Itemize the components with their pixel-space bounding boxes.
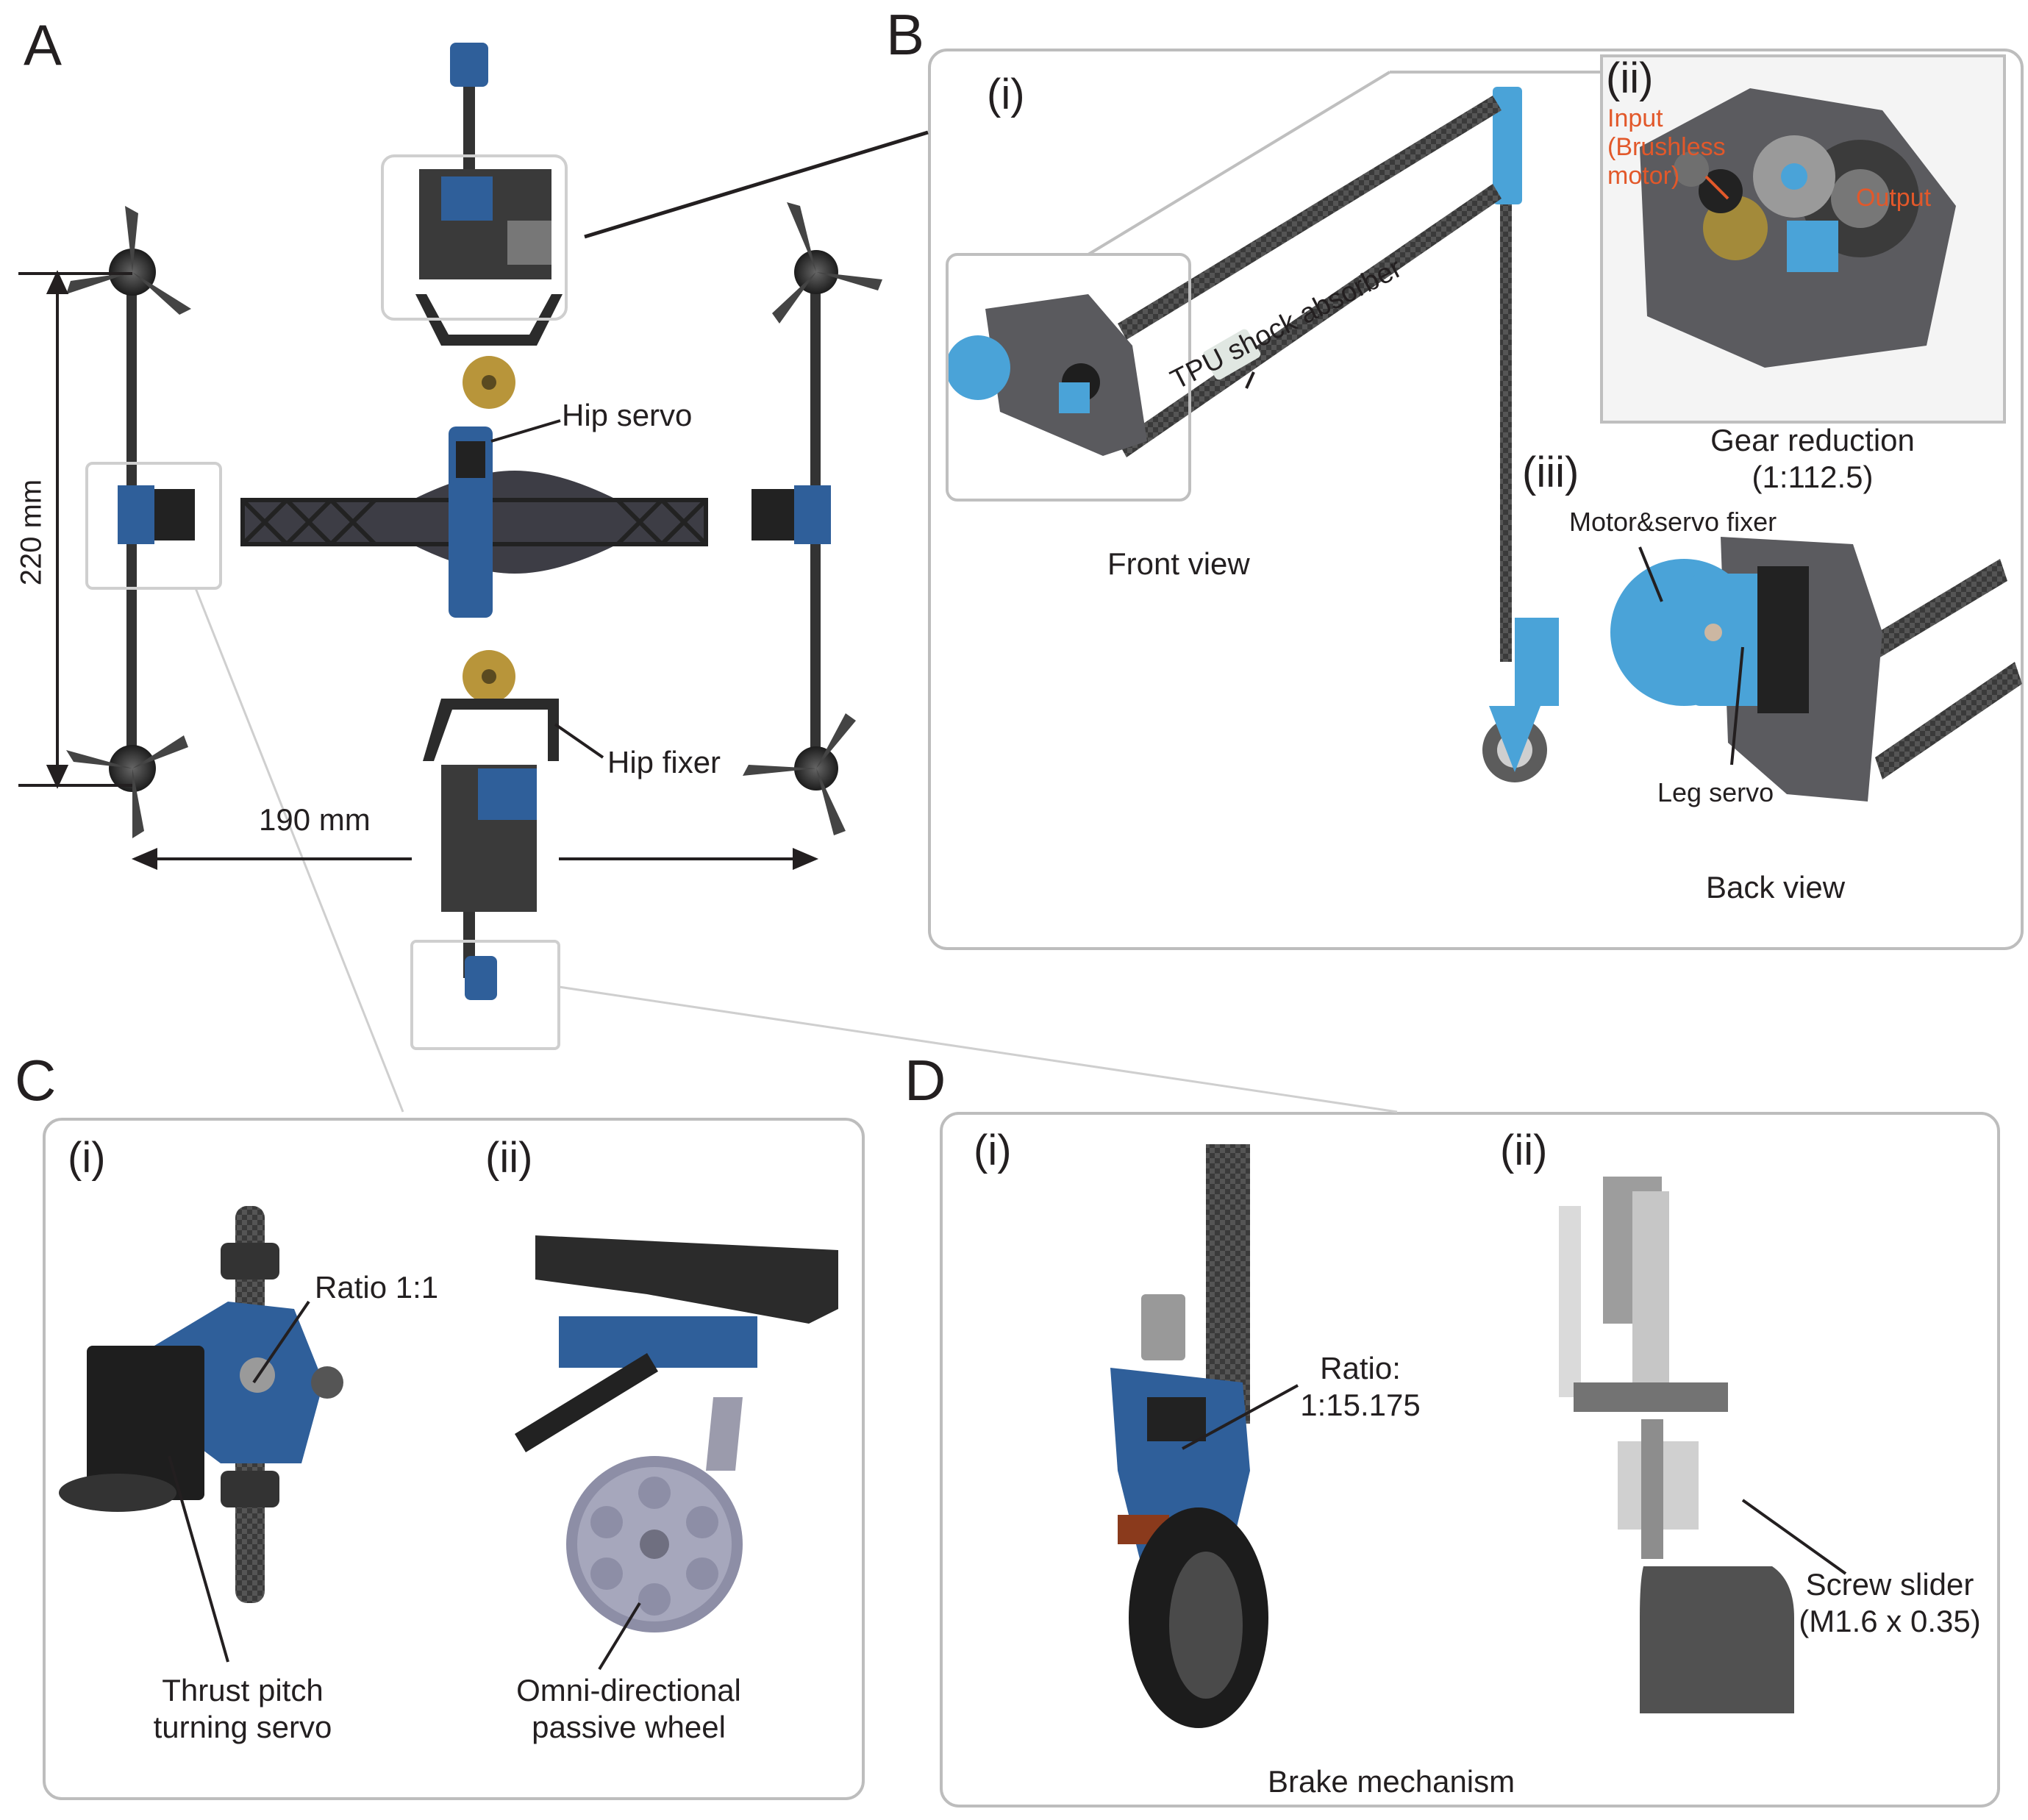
panel-letter-b: B xyxy=(886,2,925,67)
screw-slider-section xyxy=(1559,1177,1794,1713)
thrust-pitch-servo-label: Thrust pitch turning servo xyxy=(125,1672,360,1746)
leg-front-view xyxy=(946,87,1559,782)
panel-d-sub-i: (i) xyxy=(974,1127,1012,1174)
ratio-15-175-label: Ratio: 1:15.175 xyxy=(1287,1350,1434,1424)
thrust-pitch-line-1: Thrust pitch xyxy=(162,1673,324,1707)
panel-b-sub-ii: (ii) xyxy=(1606,54,1654,102)
panel-c-sub-i: (i) xyxy=(68,1134,106,1182)
gear-reduction-line-2: (1:112.5) xyxy=(1752,460,1874,495)
highlight-gear xyxy=(946,253,1191,502)
thrust-pitch-servo xyxy=(59,1206,343,1603)
panel-c-frame xyxy=(43,1118,865,1800)
omni-wheel-line-2: passive wheel xyxy=(532,1710,726,1745)
highlight-top-leg xyxy=(381,154,568,321)
ratio-1-1-label: Ratio 1:1 xyxy=(315,1270,439,1305)
panel-b-sub-iii: (iii) xyxy=(1522,449,1579,496)
panel-d-sub-ii: (ii) xyxy=(1500,1127,1548,1174)
screw-slider-label: Screw slider (M1.6 x 0.35) xyxy=(1779,1566,2000,1641)
ratio-15-175-line-1: Ratio: xyxy=(1320,1351,1401,1385)
gear-reduction-label: Gear reduction (1:112.5) xyxy=(1691,422,1934,496)
panel-letter-c: C xyxy=(15,1048,57,1113)
gear-output-label: Output xyxy=(1856,184,1932,212)
gear-input-line-1: Input xyxy=(1607,104,1663,132)
brake-wheel-assembly xyxy=(1110,1144,1268,1728)
highlight-arm-servo xyxy=(85,462,222,590)
gear-input-line-3: motor) xyxy=(1607,162,1680,190)
gear-input-label: Input (Brushless motor) xyxy=(1607,104,1726,190)
brake-mechanism-label: Brake mechanism xyxy=(1268,1764,1515,1799)
propeller-left-bottom xyxy=(66,735,188,838)
screw-slider-line-1: Screw slider xyxy=(1805,1567,1974,1602)
back-view-label: Back view xyxy=(1706,870,1846,904)
thrust-pitch-line-2: turning servo xyxy=(153,1710,332,1745)
highlight-wheel xyxy=(410,940,560,1050)
gear-input-line-2: (Brushless xyxy=(1607,133,1726,162)
propeller-right-bottom xyxy=(743,713,856,835)
ratio-15-175-line-2: 1:15.175 xyxy=(1300,1388,1421,1423)
screw-slider-line-2: (M1.6 x 0.35) xyxy=(1799,1604,1981,1639)
hip-servo-label: Hip servo xyxy=(562,398,693,432)
dimension-width-label: 190 mm xyxy=(259,802,371,837)
omni-wheel-line-1: Omni-directional xyxy=(516,1673,741,1707)
omni-wheel-assembly xyxy=(515,1235,838,1632)
panel-d-frame xyxy=(940,1112,2000,1807)
gear-reduction-line-1: Gear reduction xyxy=(1710,423,1915,457)
omni-wheel-label: Omni-directional passive wheel xyxy=(485,1672,772,1746)
dimension-height-label: 220 mm xyxy=(15,479,48,586)
front-view-label: Front view xyxy=(1107,546,1250,581)
leg-servo-label: Leg servo xyxy=(1657,777,1774,807)
panel-c-sub-ii: (ii) xyxy=(485,1134,533,1182)
hip-fixer-label: Hip fixer xyxy=(607,745,721,779)
gear-train xyxy=(1640,88,1956,368)
panel-b-frame xyxy=(928,49,2024,950)
robot-top-view xyxy=(66,43,882,1000)
leg-back-view xyxy=(1610,537,2022,802)
panel-letter-a: A xyxy=(24,13,63,77)
panel-b-sub-i: (i) xyxy=(987,71,1025,118)
panel-letter-d: D xyxy=(904,1048,946,1113)
propeller-right-top xyxy=(772,202,882,324)
motor-servo-fixer-label: Motor&servo fixer xyxy=(1569,507,1777,537)
